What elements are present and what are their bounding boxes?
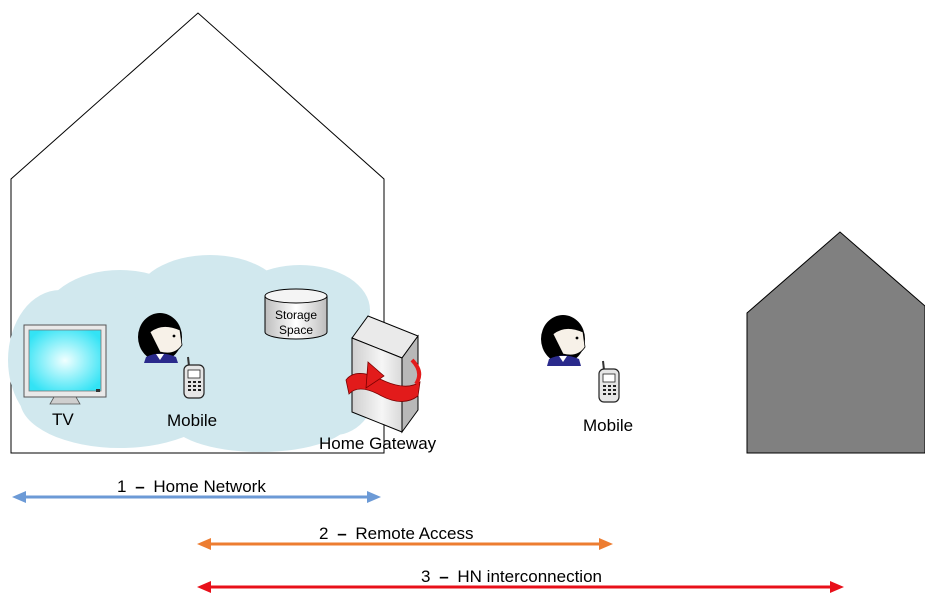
arrow-remote-access-number: 2 <box>319 524 328 543</box>
person-icon <box>138 313 183 363</box>
arrow-home-network-label: 1 – Home Network <box>117 477 266 496</box>
mobile-home-label: Mobile <box>167 411 217 430</box>
arrow-home-network-dash: – <box>135 477 144 496</box>
storage-label-line2: Space <box>279 323 313 337</box>
arrow-remote-access-text: Remote Access <box>355 524 473 543</box>
arrow-home-network-number: 1 <box>117 477 126 496</box>
mobile-phone-icon <box>183 356 205 399</box>
arrow-hn-interconnection-dash: – <box>439 567 448 586</box>
arrow-hn-interconnection-text: HN interconnection <box>457 567 602 586</box>
arrow-home-network <box>12 491 381 503</box>
home-gateway-label: Home Gateway <box>319 434 437 453</box>
remote-mobile-phone-icon <box>598 360 620 403</box>
home-gateway-icon <box>345 315 422 434</box>
tv-label: TV <box>52 410 74 429</box>
mobile-remote-label: Mobile <box>583 416 633 435</box>
arrow-home-network-text: Home Network <box>153 477 266 496</box>
arrow-hn-interconnection <box>197 581 844 593</box>
storage-space-icon <box>264 288 328 340</box>
remote-house <box>746 231 925 454</box>
remote-person-icon <box>541 315 586 366</box>
arrow-remote-access-dash: – <box>337 524 346 543</box>
storage-label-line1: Storage <box>275 308 317 322</box>
arrow-hn-interconnection-label: 3 – HN interconnection <box>421 567 602 586</box>
arrow-remote-access-label: 2 – Remote Access <box>319 524 474 543</box>
arrow-hn-interconnection-number: 3 <box>421 567 430 586</box>
arrow-remote-access <box>197 538 613 550</box>
tv-icon <box>23 324 107 405</box>
home-house-outline <box>10 12 385 454</box>
